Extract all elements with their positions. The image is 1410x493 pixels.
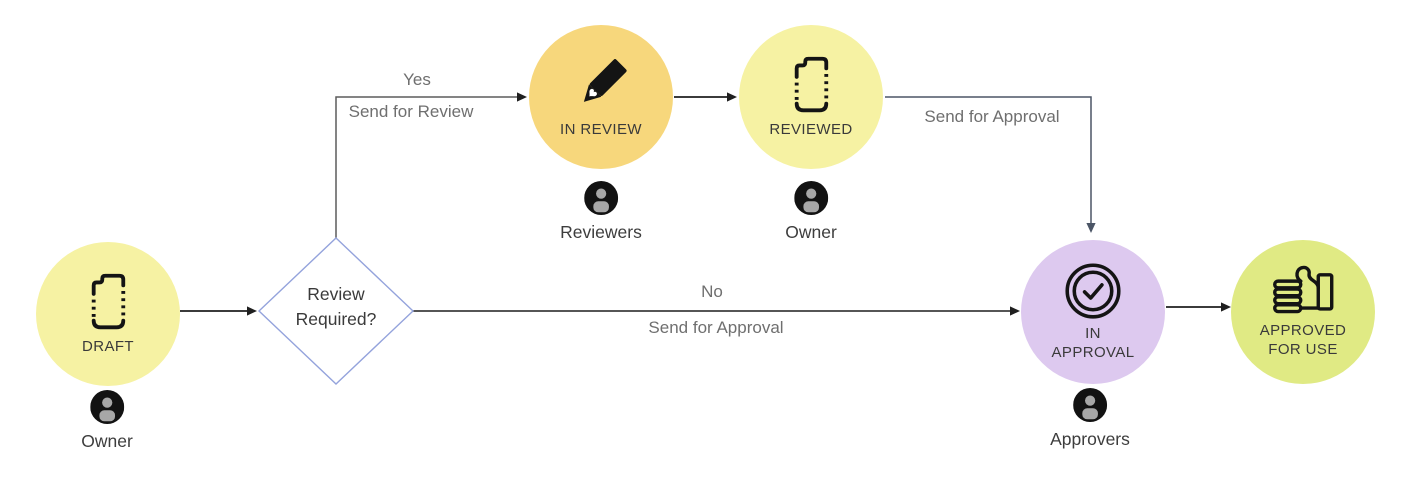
arrowhead-icon — [1010, 306, 1020, 316]
document-dashed-icon — [794, 56, 829, 113]
node-in-approval: IN APPROVAL — [1021, 240, 1165, 384]
node-draft-label: DRAFT — [82, 338, 134, 356]
node-draft: DRAFT — [36, 242, 180, 386]
edge-label-no: No — [701, 282, 723, 301]
arrowhead-icon — [1221, 302, 1231, 312]
arrowhead-icon — [727, 92, 737, 102]
approval-seal-icon — [1065, 263, 1121, 319]
edge-in-review-to-reviewed — [674, 92, 737, 102]
document-dashed-icon — [91, 273, 126, 330]
person-avatar-icon — [1072, 388, 1107, 422]
actor-reviewed-owner: Owner — [785, 181, 837, 243]
actor-draft-owner-label: Owner — [81, 431, 133, 451]
edge-label-send-for-approval-after-review: Send for Approval — [924, 107, 1060, 126]
edge-reviewed-to-in-approval — [885, 96, 1096, 233]
edge-label-send-for-review: Send for Review — [348, 102, 474, 121]
node-in-approval-label-line2: APPROVAL — [1051, 344, 1135, 361]
edge-label-send-for-approval-direct: Send for Approval — [648, 318, 784, 337]
person-avatar-icon — [89, 390, 124, 424]
node-reviewed: REVIEWED — [739, 25, 883, 169]
decision-label: Review Required? — [261, 282, 411, 332]
node-in-approval-label: IN APPROVAL — [1052, 325, 1135, 363]
person-avatar-icon — [793, 181, 828, 215]
thumbs-up-icon — [1273, 266, 1334, 314]
arrowhead-icon — [247, 306, 257, 316]
actor-approvers: Approvers — [1050, 388, 1130, 450]
actor-reviewers-label: Reviewers — [560, 222, 642, 242]
node-in-approval-label-line1: IN — [1085, 325, 1101, 343]
edge-label-yes: Yes — [403, 70, 431, 89]
node-approved-for-use: APPROVED FOR USE — [1231, 240, 1375, 384]
actor-approvers-label: Approvers — [1050, 429, 1130, 449]
arrowhead-icon — [1086, 223, 1096, 233]
pencil-icon — [583, 58, 627, 102]
actor-reviewed-owner-label: Owner — [785, 222, 837, 242]
edge-draft-to-decision — [180, 306, 257, 316]
decision-label-line2: Required? — [295, 309, 377, 329]
edge-decision-to-in-approval — [413, 306, 1020, 316]
arrowhead-icon — [517, 92, 527, 102]
edge-decision-to-in-review — [335, 92, 527, 238]
actor-reviewers: Reviewers — [560, 181, 642, 243]
actor-draft-owner: Owner — [81, 390, 133, 452]
node-in-review-label: IN REVIEW — [560, 120, 642, 138]
node-approved-label-line1: APPROVED — [1259, 322, 1347, 340]
decision-diamond — [257, 237, 415, 385]
person-avatar-icon — [583, 181, 618, 215]
node-approved-label-line2: FOR USE — [1268, 341, 1338, 358]
decision-label-line1: Review — [307, 284, 365, 304]
edge-in-approval-to-approved — [1166, 302, 1231, 312]
node-approved-for-use-label: APPROVED FOR USE — [1260, 322, 1347, 360]
node-in-review: IN REVIEW — [529, 25, 673, 169]
node-reviewed-label: REVIEWED — [769, 121, 853, 139]
